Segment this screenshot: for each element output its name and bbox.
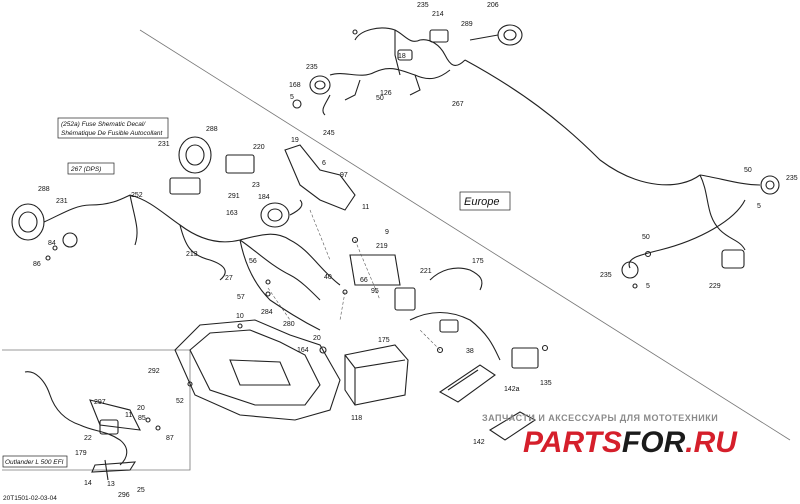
part-number: 142a bbox=[504, 386, 520, 393]
part-number: 6 bbox=[322, 160, 326, 167]
part-number: 231 bbox=[158, 141, 170, 148]
part-number: 297 bbox=[94, 399, 106, 406]
part-number: 142 bbox=[473, 439, 485, 446]
part-number: 50 bbox=[376, 95, 384, 102]
top-harness-drawing bbox=[292, 24, 761, 186]
part-number: 25 bbox=[137, 487, 145, 494]
part-number: 206 bbox=[487, 2, 499, 9]
part-number: 19 bbox=[291, 137, 299, 144]
left-harness-drawing bbox=[11, 136, 341, 301]
part-number: 235 bbox=[786, 175, 798, 182]
part-number: 289 bbox=[461, 21, 473, 28]
outlander-label: Outlander L 500 EFI bbox=[5, 459, 64, 466]
part-number: 18 bbox=[398, 53, 406, 60]
part-number: 14 bbox=[84, 480, 92, 487]
part-number: 168 bbox=[289, 82, 301, 89]
fuse-decal-callout: (252a) Fuse Shematic Decal/ Shématique D… bbox=[57, 117, 169, 139]
part-number: 267 bbox=[452, 101, 464, 108]
center-bracket-drawing bbox=[187, 144, 549, 387]
part-number: 284 bbox=[261, 309, 273, 316]
part-number: 20 bbox=[313, 335, 321, 342]
watermark-tagline: ЗАПЧАСТИ И АКСЕССУАРЫ ДЛЯ МОТОТЕХНИКИ bbox=[482, 413, 718, 423]
part-number: 97 bbox=[340, 172, 348, 179]
watermark: ЗАПЧАСТИ И АКСЕССУАРЫ ДЛЯ МОТОТЕХНИКИ PA… bbox=[482, 413, 738, 459]
part-number: 235 bbox=[600, 272, 612, 279]
part-number: 38 bbox=[466, 348, 474, 355]
part-number: 214 bbox=[432, 11, 444, 18]
part-number: 9 bbox=[385, 229, 389, 236]
watermark-logo-part3: .RU bbox=[685, 426, 738, 459]
europe-callout: Europe bbox=[459, 191, 511, 211]
part-number: 57 bbox=[237, 294, 245, 301]
part-number: 220 bbox=[253, 144, 265, 151]
part-number: 221 bbox=[420, 268, 432, 275]
part-number: 296 bbox=[118, 492, 130, 499]
part-number: 11 bbox=[362, 204, 369, 211]
part-number: 86 bbox=[33, 261, 41, 268]
part-number: 231 bbox=[56, 198, 68, 205]
part-number: 235 bbox=[306, 64, 318, 71]
fuse-decal-label-line1: (252a) Fuse Shematic Decal/ bbox=[61, 121, 146, 128]
part-number: 292 bbox=[148, 368, 160, 375]
part-number: 50 bbox=[744, 167, 752, 174]
drawing-code: 20T1501-02-03-04 bbox=[3, 495, 57, 502]
part-number: 13 bbox=[107, 481, 115, 488]
part-number: 52 bbox=[176, 398, 184, 405]
part-number: 10 bbox=[236, 313, 244, 320]
part-number: 22 bbox=[84, 435, 92, 442]
part-number: 5 bbox=[646, 283, 650, 290]
part-number: 40 bbox=[324, 274, 332, 281]
part-number: 135 bbox=[540, 380, 552, 387]
part-number-labels: 235 214 289 206 235 18 126 50 168 5 245 … bbox=[33, 2, 798, 499]
part-number: 184 bbox=[258, 194, 270, 201]
part-number: 288 bbox=[206, 126, 218, 133]
watermark-logo-part1: PARTS bbox=[523, 426, 622, 459]
part-number: 27 bbox=[225, 275, 233, 282]
part-number: 85 bbox=[138, 415, 146, 422]
cover-drawing bbox=[438, 364, 537, 441]
outlander-callout: Outlander L 500 EFI bbox=[2, 455, 68, 468]
part-number: 11 bbox=[125, 412, 132, 419]
dps-label: 267 (DPS) bbox=[70, 166, 101, 173]
part-number: 56 bbox=[249, 258, 257, 265]
part-number: 163 bbox=[226, 210, 238, 217]
part-number: 288 bbox=[38, 186, 50, 193]
part-number: 126 bbox=[380, 90, 392, 97]
part-number: 50 bbox=[642, 234, 650, 241]
part-number: 5 bbox=[757, 203, 761, 210]
part-number: 84 bbox=[48, 240, 56, 247]
watermark-logo-part2: FOR bbox=[622, 426, 686, 459]
part-number: 252 bbox=[131, 192, 143, 199]
part-number: 20 bbox=[137, 405, 145, 412]
part-number: 175 bbox=[472, 258, 484, 265]
watermark-logo: PARTSFOR.RU bbox=[523, 426, 738, 459]
part-number: 179 bbox=[75, 450, 87, 457]
part-number: 118 bbox=[351, 415, 362, 422]
outlander-inset-frame bbox=[2, 349, 191, 471]
battery-tray-drawing bbox=[174, 319, 341, 421]
battery-drawing bbox=[344, 344, 409, 406]
part-number: 245 bbox=[323, 130, 335, 137]
part-number: 280 bbox=[283, 321, 295, 328]
right-harness-drawing bbox=[621, 174, 780, 289]
region-divider-line bbox=[139, 29, 791, 441]
part-number: 164 bbox=[297, 347, 309, 354]
part-number: 87 bbox=[166, 435, 174, 442]
outlander-inset-drawing bbox=[24, 371, 161, 481]
part-number: 235 bbox=[417, 2, 429, 9]
region-label: Europe bbox=[464, 196, 499, 208]
part-number: 291 bbox=[228, 193, 240, 200]
dps-callout: 267 (DPS) bbox=[67, 162, 115, 175]
part-number: 219 bbox=[376, 243, 388, 250]
part-number: 66 bbox=[360, 277, 368, 284]
leader-lines bbox=[267, 209, 441, 351]
part-number: 95 bbox=[371, 288, 379, 295]
part-number: 175 bbox=[378, 337, 390, 344]
part-number: 229 bbox=[709, 283, 721, 290]
part-number: 213 bbox=[186, 251, 198, 258]
part-number: 23 bbox=[252, 182, 260, 189]
part-number: 5 bbox=[290, 94, 294, 101]
fuse-decal-label-line2: Shématique De Fusible Autocollant bbox=[61, 130, 163, 137]
